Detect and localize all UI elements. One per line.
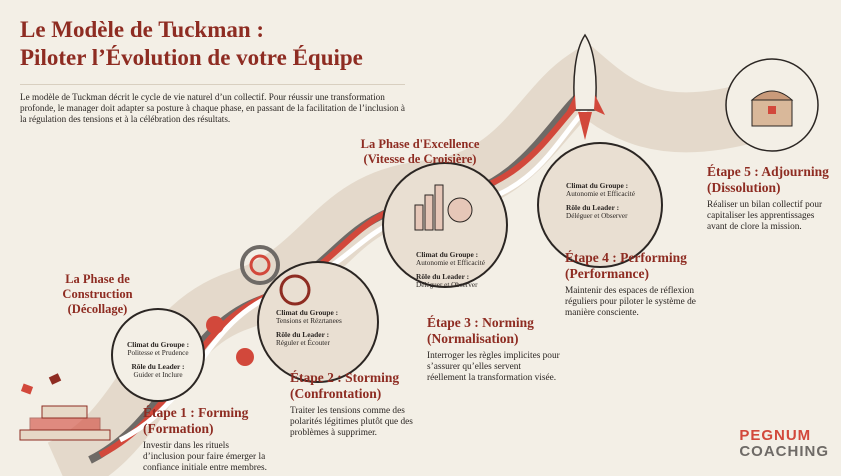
phase-construction: La Phase de Construction (Décollage) bbox=[62, 272, 133, 316]
logo-line-2: COACHING bbox=[739, 443, 829, 460]
climate-label: Climat du Groupe : bbox=[276, 308, 339, 317]
climate-value: Autonomie et Efficacité bbox=[416, 259, 485, 267]
leader-label: Rôle du Leader : bbox=[416, 272, 470, 281]
climate-label: Climat du Groupe : bbox=[416, 250, 479, 259]
step-title: Étape 4 : Performing bbox=[565, 250, 687, 265]
step-text: Investir dans les rituels d’inclusion po… bbox=[143, 441, 267, 473]
climate-value: Politesse et Prudence bbox=[127, 349, 189, 357]
brand-logo: PEGNUM COACHING bbox=[739, 428, 829, 460]
step-subtitle: (Confrontation) bbox=[290, 386, 382, 401]
logo-line-1: PEGNUM bbox=[739, 427, 812, 444]
climate-label: Climat du Groupe : bbox=[566, 181, 629, 190]
step-subtitle: (Performance) bbox=[565, 266, 649, 281]
step-text: Interroger les règles implicites pour s’… bbox=[427, 351, 560, 383]
climate-label: Climat du Groupe : bbox=[126, 340, 190, 349]
bubble-circles bbox=[111, 58, 819, 402]
climate-value: Tensions et Rézrtanees bbox=[276, 317, 342, 325]
leader-value: Déléguer et Observer bbox=[566, 212, 628, 220]
step-performing: Étape 4 : Performing (Performance) Maint… bbox=[565, 250, 700, 319]
bubble-performing: Climat du Groupe :Autonomie et Efficacit… bbox=[566, 181, 656, 225]
step-forming: Étape 1 : Forming (Formation) Investir d… bbox=[143, 405, 273, 474]
title-line-2: Piloter l’Évolution de votre Équipe bbox=[20, 45, 363, 70]
title-line-1: Le Modèle de Tuckman : bbox=[20, 17, 265, 42]
step-subtitle: (Formation) bbox=[143, 421, 214, 436]
page-title: Le Modèle de Tuckman : Piloter l’Évoluti… bbox=[20, 16, 363, 72]
step-text: Réaliser un bilan collectif pour capital… bbox=[707, 200, 823, 232]
leader-value: Déléguer et Observer bbox=[416, 281, 478, 289]
leader-label: Rôle du Leader : bbox=[131, 362, 185, 371]
divider bbox=[20, 84, 405, 85]
treasure-chest-icon bbox=[750, 90, 794, 127]
step-title: Étape 2 : Storming bbox=[290, 370, 400, 385]
bubble-forming: Climat du Groupe :Politesse et Prudence … bbox=[118, 340, 198, 384]
climate-value: Autonomie et Efficacité bbox=[566, 190, 635, 198]
bar-chart-icon bbox=[414, 184, 473, 231]
bubble-norming: Climat du Groupe :Autonomie et Efficacit… bbox=[416, 250, 506, 294]
bubble-storming: Climat du Groupe :Tensions et Rézrtanees… bbox=[276, 308, 366, 352]
leader-label: Rôle du Leader : bbox=[276, 330, 330, 339]
step-norming: Étape 3 : Norming (Normalisation) Interr… bbox=[427, 315, 562, 384]
step-text: Traiter les tensions comme des polarités… bbox=[290, 406, 413, 438]
leader-value: Guider et Inclure bbox=[133, 371, 183, 379]
step-title: Étape 3 : Norming bbox=[427, 315, 534, 330]
step-subtitle: (Normalisation) bbox=[427, 331, 519, 346]
step-adjourning: Étape 5 : Adjourning (Dissolution) Réali… bbox=[707, 164, 832, 233]
step-subtitle: (Dissolution) bbox=[707, 180, 781, 195]
step-text: Maintenir des espaces de réflexion régul… bbox=[565, 286, 696, 318]
rocket-icon bbox=[565, 33, 605, 140]
bricks-icon bbox=[19, 373, 111, 441]
step-storming: Étape 2 : Storming (Confrontation) Trait… bbox=[290, 370, 420, 439]
step-title: Étape 1 : Forming bbox=[143, 405, 249, 420]
intro-text: Le modèle de Tuckman décrit le cycle de … bbox=[20, 92, 405, 124]
leader-value: Réguler et Écouter bbox=[276, 339, 330, 347]
step-title: Étape 5 : Adjourning bbox=[707, 164, 829, 179]
phase-excellence: La Phase d'Excellence (Vitesse de Croisi… bbox=[360, 137, 480, 166]
spiral-icon bbox=[206, 245, 311, 366]
leader-label: Rôle du Leader : bbox=[566, 203, 620, 212]
